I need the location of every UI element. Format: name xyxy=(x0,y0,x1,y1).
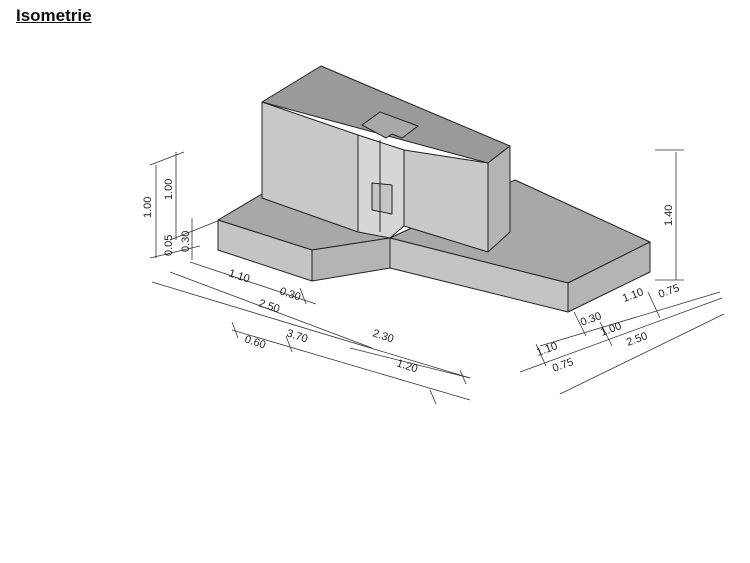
slot-key xyxy=(361,111,419,139)
dim-left-0-30: 0.30 xyxy=(180,231,192,252)
right-slab-end xyxy=(567,241,651,313)
dim-right-0-30: 0.30 xyxy=(579,310,603,329)
dim-right-2-50: 2.50 xyxy=(625,330,649,349)
dim-bottom-2-30: 2.30 xyxy=(371,327,395,345)
dim-right-1-00: 1.00 xyxy=(599,320,623,339)
right-height-dimension: 1.40 xyxy=(655,149,684,281)
dim-left-0-05: 0.05 xyxy=(163,235,175,256)
dim-bottom-0-30: 0.30 xyxy=(278,285,302,303)
dim-right-1-10-top: 1.10 xyxy=(621,286,645,305)
dim-right-1-10-bot: 1.10 xyxy=(535,340,559,359)
left-height-dimensions: 1.00 1.00 0.05 0.30 xyxy=(142,151,221,260)
dim-bottom-0-60: 0.60 xyxy=(243,333,267,351)
left-slab xyxy=(217,193,391,282)
wall-block xyxy=(261,65,511,253)
dim-right-1-40: 1.40 xyxy=(663,205,675,226)
slot-notch xyxy=(371,182,393,215)
left-length-dimensions: 1.10 0.30 2.50 2.30 0.60 3.70 1.20 xyxy=(151,261,471,405)
dim-bottom-1-10: 1.10 xyxy=(227,267,251,285)
dim-right-0-75-top: 0.75 xyxy=(657,282,681,301)
left-slab-side xyxy=(311,237,391,282)
dim-bottom-1-20: 1.20 xyxy=(395,357,419,375)
wall-end xyxy=(487,145,511,253)
dim-left-1-00-inner: 1.00 xyxy=(163,179,175,200)
dim-bottom-2-50: 2.50 xyxy=(257,297,281,315)
dim-left-1-00-outer: 1.00 xyxy=(142,197,154,218)
page-title: Isometrie xyxy=(16,6,92,25)
